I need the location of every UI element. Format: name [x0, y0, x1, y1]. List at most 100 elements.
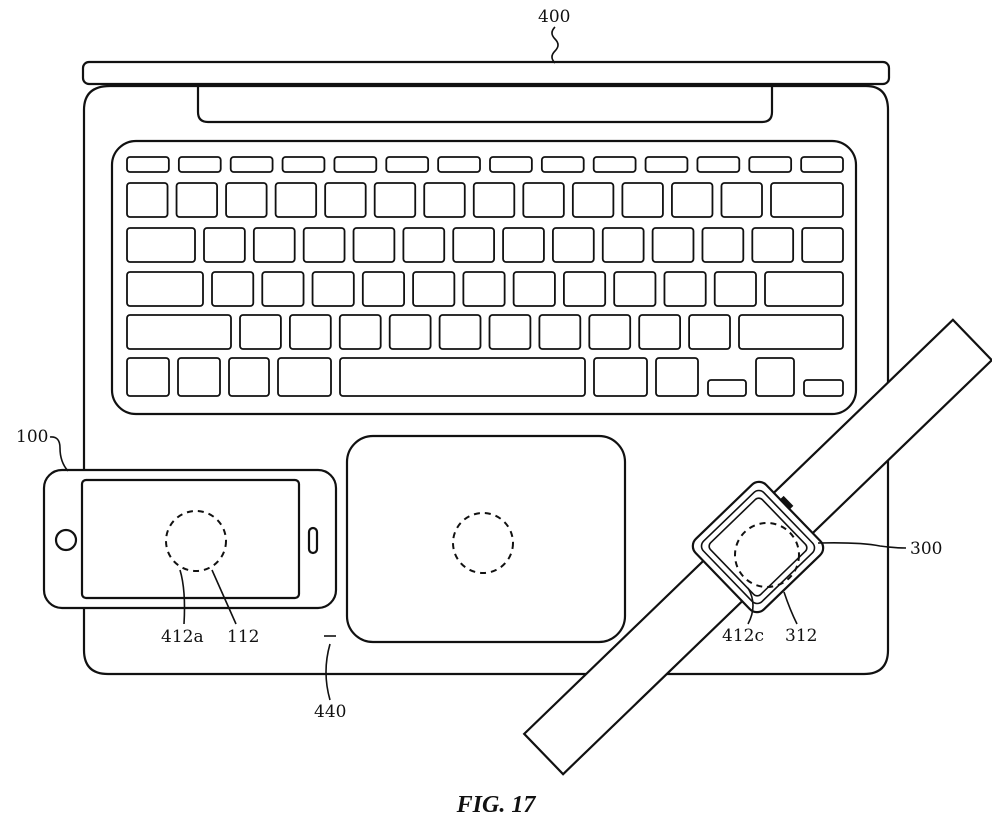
keyboard-key: [175, 182, 218, 218]
svg-text:112: 112: [227, 627, 259, 647]
keyboard-key: [655, 357, 699, 397]
keyboard-key: [177, 156, 222, 173]
keyboard-key: [651, 227, 695, 263]
keyboard-key: [593, 357, 648, 397]
phone-home-button: [54, 528, 78, 552]
label-100: 100: [16, 427, 69, 472]
keyboard-key: [438, 314, 482, 350]
keyboard-key: [613, 271, 657, 307]
keyboard-key: [338, 314, 382, 350]
svg-text:100: 100: [16, 427, 48, 447]
keyboard-key: [563, 271, 607, 307]
keyboard-key: [126, 182, 169, 218]
keyboard-key: [177, 357, 221, 397]
keyboard-key: [126, 314, 232, 350]
keyboard-key: [274, 182, 318, 218]
keyboard-key: [302, 227, 346, 263]
svg-text:400: 400: [538, 7, 570, 27]
keyboard-key: [339, 357, 586, 397]
keyboard-key: [423, 182, 466, 218]
keyboard-key: [277, 357, 332, 397]
keyboard-key: [800, 156, 844, 173]
keyboard-key: [402, 227, 446, 263]
keyboard-key: [701, 227, 745, 263]
keyboard-key: [671, 182, 714, 218]
keyboard-key: [229, 156, 274, 173]
keyboard-key: [261, 271, 305, 307]
keyboard-key: [126, 357, 170, 397]
keyboard-key: [126, 271, 204, 307]
keyboard-key: [203, 227, 246, 263]
figure-caption: FIG. 17: [456, 792, 537, 818]
keyboard-key: [592, 156, 637, 173]
watch-charging-coil: [734, 522, 800, 588]
phone: [42, 468, 338, 610]
keyboard-key: [126, 227, 196, 263]
keyboard-key: [352, 227, 396, 263]
keyboard-key: [538, 314, 582, 350]
keyboard-key: [663, 271, 707, 307]
keyboard-key: [801, 227, 844, 263]
keyboard-key: [281, 156, 326, 173]
keyboard-key: [373, 182, 417, 218]
keyboard-key: [770, 182, 844, 218]
svg-text:412c: 412c: [722, 626, 764, 646]
keyboard-key: [764, 271, 844, 307]
keyboard-key: [211, 271, 255, 307]
svg-text:440: 440: [314, 702, 346, 722]
keyboard-key: [472, 182, 516, 218]
watch-case: [691, 480, 825, 614]
laptop-lid: [81, 60, 891, 86]
keyboard-key: [225, 182, 268, 218]
keyboard-key: [696, 156, 741, 173]
label-312: 312: [783, 591, 817, 646]
keyboard-key: [571, 182, 615, 218]
keyboard-key: [644, 156, 689, 173]
keyboard-key: [502, 227, 545, 263]
label-440: 440: [314, 635, 346, 722]
keyboard-key: [462, 271, 506, 307]
label-412c: 412c: [722, 587, 764, 646]
laptop-base: [82, 84, 890, 676]
phone-charging-coil: [165, 510, 227, 572]
keyboard-key: [601, 227, 645, 263]
label-300: 300: [817, 539, 942, 559]
keyboard-keys: [126, 156, 844, 397]
keyboard-key: [720, 182, 763, 218]
keyboard-key: [588, 314, 632, 350]
keyboard-key: [412, 271, 456, 307]
trackpad-charging-coil: [452, 512, 514, 574]
keyboard-key: [552, 227, 595, 263]
keyboard-key: [688, 314, 731, 350]
keyboard-key: [713, 271, 757, 307]
watch: [522, 318, 992, 776]
keyboard-key: [333, 156, 378, 173]
keyboard-key: [755, 357, 795, 397]
keyboard-key: [522, 182, 565, 218]
svg-text:412a: 412a: [161, 627, 204, 647]
keyboard-key: [488, 314, 532, 350]
label-112: 112: [211, 569, 259, 647]
keyboard-key: [489, 156, 533, 173]
svg-text:312: 312: [785, 626, 817, 646]
keyboard-key: [452, 227, 495, 263]
keyboard-key: [361, 271, 405, 307]
keyboard-key: [540, 156, 585, 173]
keyboard-key: [228, 357, 270, 397]
keyboard-key: [738, 314, 844, 350]
keyboard: [110, 139, 858, 416]
label-400: 400: [538, 7, 570, 64]
keyboard-key: [751, 227, 795, 263]
keyboard-key: [324, 182, 367, 218]
keyboard-key: [638, 314, 682, 350]
keyboard-key: [126, 156, 170, 173]
keyboard-key: [512, 271, 556, 307]
keyboard-key: [311, 271, 355, 307]
label-412a: 412a: [161, 569, 204, 647]
keyboard-key: [437, 156, 481, 173]
svg-text:300: 300: [910, 539, 942, 559]
keyboard-key: [748, 156, 793, 173]
keyboard-key: [385, 156, 430, 173]
phone-speaker: [307, 526, 319, 555]
